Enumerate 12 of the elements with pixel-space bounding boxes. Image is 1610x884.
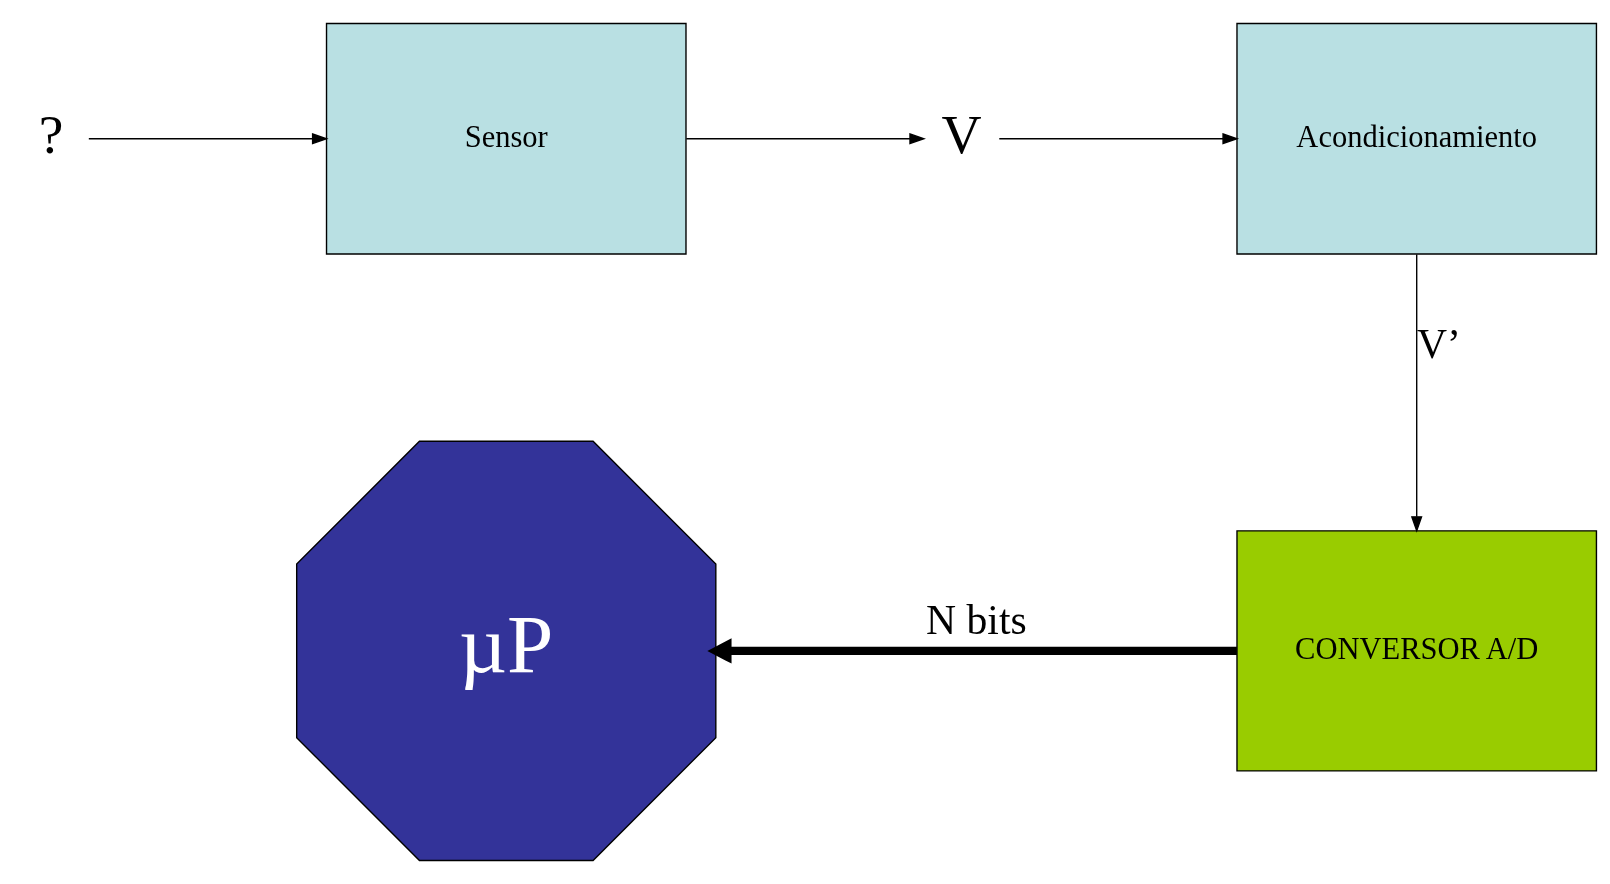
edge-label: N bits <box>926 597 1027 644</box>
node-box: Acondicionamiento <box>1236 22 1598 255</box>
edge-label: V’ <box>1416 321 1461 368</box>
arrow <box>707 638 1237 664</box>
node-text: ? <box>38 103 64 165</box>
node-box: CONVERSOR A/D <box>1236 530 1598 772</box>
arrow <box>998 132 1240 145</box>
arrow <box>685 132 926 145</box>
arrow <box>1410 253 1423 533</box>
arrow <box>88 132 329 145</box>
node-box: Sensor <box>325 22 687 255</box>
node-text: V <box>941 103 982 165</box>
